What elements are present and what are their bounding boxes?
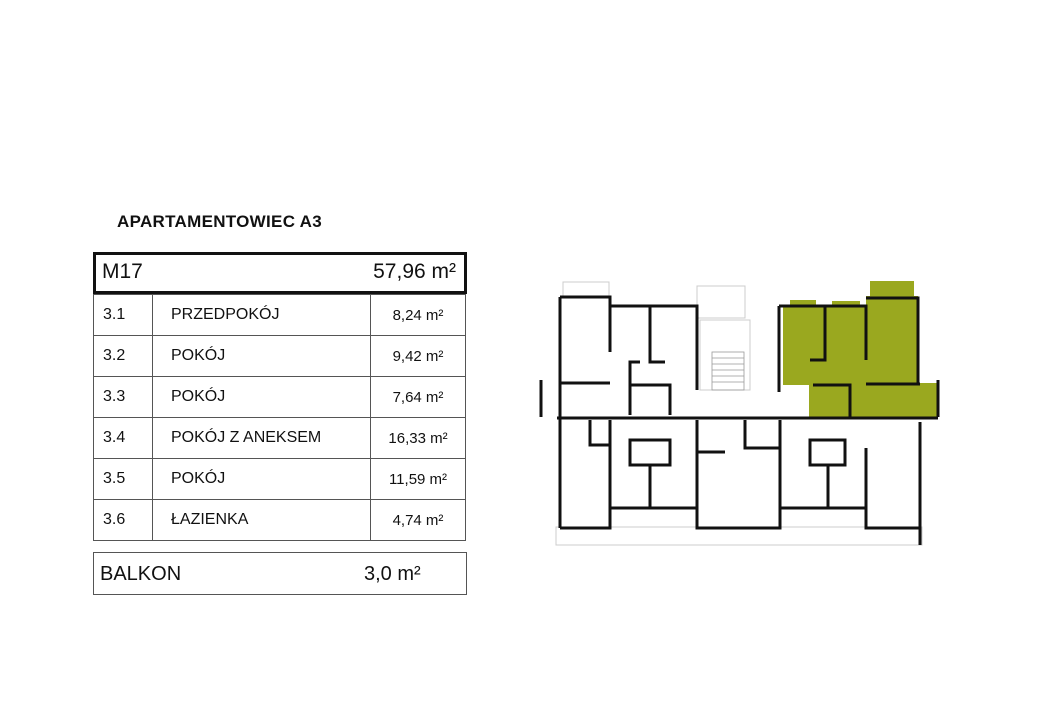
unit-header: M17 57,96 m² [93,252,467,294]
room-name: POKÓJ [152,376,371,418]
room-area: 4,74 m² [370,499,466,541]
room-number: 3.1 [93,294,153,336]
unit-name: M17 [102,260,143,283]
room-name: POKÓJ Z ANEKSEM [152,417,371,459]
room-number: 3.6 [93,499,153,541]
room-area: 11,59 m² [370,458,466,500]
room-number: 3.4 [93,417,153,459]
building-title: APARTAMENTOWIEC A3 [117,212,322,231]
room-number: 3.5 [93,458,153,500]
stairs [711,351,745,391]
room-area: 8,24 m² [370,294,466,336]
walls [539,295,940,545]
room-area: 9,42 m² [370,335,466,377]
room-area: 16,33 m² [370,417,466,459]
room-area: 7,64 m² [370,376,466,418]
unit-area: 57,96 m² [373,260,456,283]
room-name: POKÓJ [152,335,371,377]
room-name: ŁAZIENKA [152,499,371,541]
room-number: 3.2 [93,335,153,377]
balcony-row: BALKON 3,0 m² [93,552,467,595]
room-name: POKÓJ [152,458,371,500]
balcony-label: BALKON [100,563,182,585]
highlighted-apartment [783,281,939,417]
room-number: 3.3 [93,376,153,418]
floor-plan [539,281,940,546]
room-name: PRZEDPOKÓJ [152,294,371,336]
balcony-area: 3,0 m² [364,563,421,585]
